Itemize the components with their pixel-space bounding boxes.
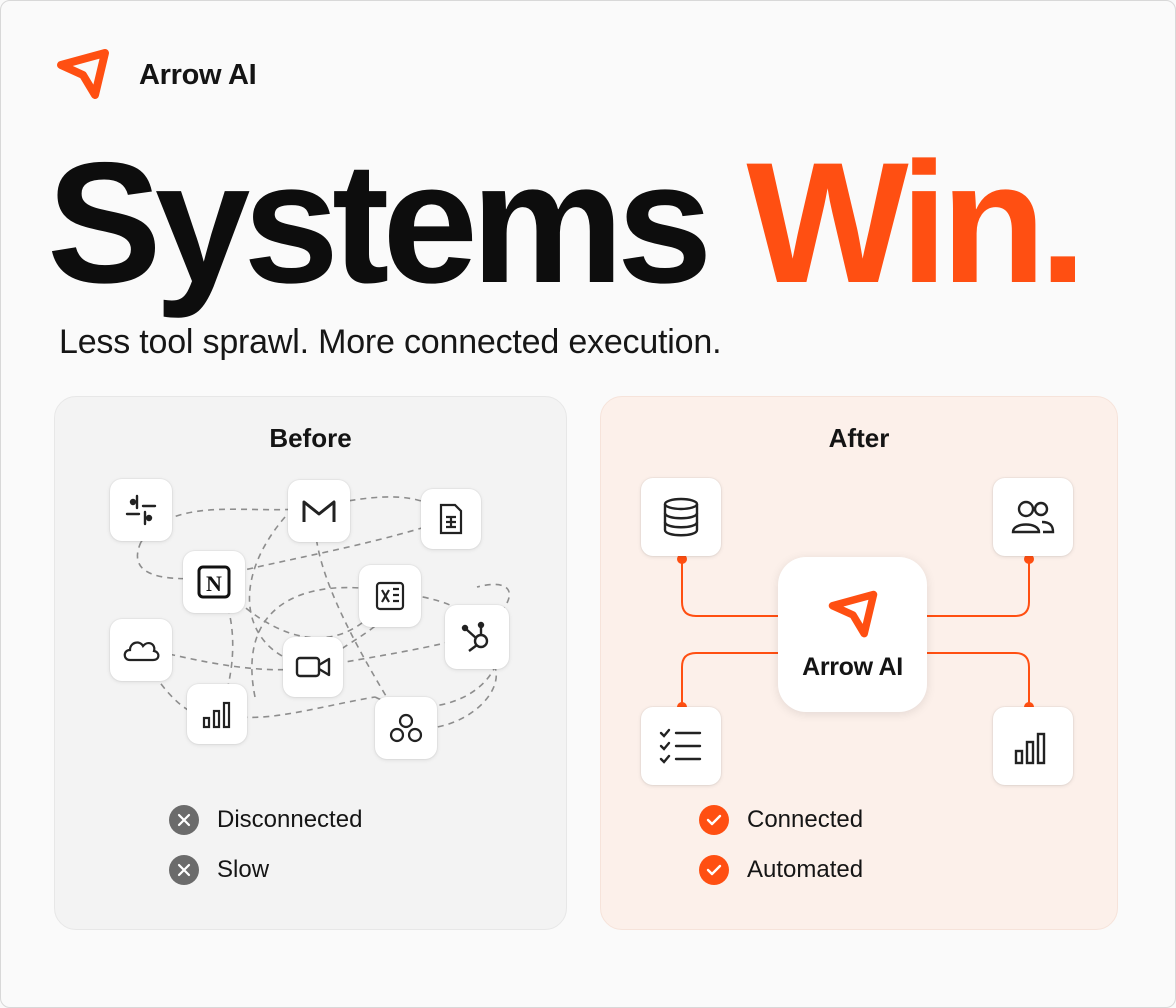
- status-slow: Slow: [169, 855, 269, 885]
- headline: Systems Win.: [47, 133, 1087, 313]
- hubspot-tile: [445, 605, 509, 669]
- hubspot-icon: [461, 621, 489, 652]
- status-connected: Connected: [699, 805, 863, 835]
- checklist-icon: [659, 728, 702, 764]
- before-title: Before: [269, 423, 352, 453]
- excel-icon: [375, 581, 405, 611]
- document-icon: [439, 503, 463, 535]
- slack-icon: [125, 494, 157, 526]
- bar-chart-icon: [1014, 732, 1046, 765]
- bar-chart-tile-after: [993, 707, 1073, 785]
- status-label: Disconnected: [217, 806, 363, 833]
- arrow-logo-icon: [828, 590, 877, 638]
- cloud-tile: [110, 619, 172, 681]
- status-label: Connected: [747, 806, 864, 833]
- excel-tile: [359, 565, 421, 627]
- status-label: Slow: [217, 856, 270, 883]
- after-title: After: [828, 423, 890, 453]
- notion-icon: N: [197, 565, 231, 599]
- x-circle-icon: [169, 805, 199, 835]
- subtitle: Less tool sprawl. More connected executi…: [59, 323, 722, 361]
- svg-text:N: N: [206, 571, 222, 596]
- after-panel: After: [600, 396, 1118, 930]
- database-icon: [663, 497, 699, 537]
- video-tile: [283, 637, 343, 697]
- check-circle-icon: [699, 855, 729, 885]
- users-icon: [1011, 500, 1055, 534]
- headline-word-1: Systems: [47, 127, 713, 319]
- bar-chart-tile-before: [187, 684, 247, 744]
- database-tile: [641, 478, 721, 556]
- hub-connections: [677, 554, 1034, 712]
- status-label: Automated: [747, 856, 864, 883]
- gmail-icon: [302, 500, 336, 522]
- bar-chart-icon: [202, 701, 231, 729]
- hub-label: Arrow AI: [802, 653, 903, 681]
- document-tile: [421, 489, 481, 549]
- users-tile: [993, 478, 1073, 556]
- brand-name: Arrow AI: [139, 58, 257, 91]
- arrow-ai-hub: Arrow AI: [778, 557, 927, 712]
- status-disconnected: Disconnected: [169, 805, 362, 835]
- gmail-tile: [288, 480, 350, 542]
- circles-tile: [375, 697, 437, 759]
- status-automated: Automated: [699, 855, 863, 885]
- check-circle-icon: [699, 805, 729, 835]
- checklist-tile: [641, 707, 721, 785]
- x-circle-icon: [169, 855, 199, 885]
- arrow-logo-icon: [57, 49, 109, 99]
- brand: Arrow AI: [53, 43, 257, 107]
- slack-tile: [110, 479, 172, 541]
- circles-icon: [389, 713, 423, 743]
- before-panel: Before: [54, 396, 567, 930]
- video-icon: [295, 656, 331, 678]
- notion-tile: N: [183, 551, 245, 613]
- cloud-icon: [123, 641, 160, 662]
- headline-word-2: Win.: [746, 127, 1086, 319]
